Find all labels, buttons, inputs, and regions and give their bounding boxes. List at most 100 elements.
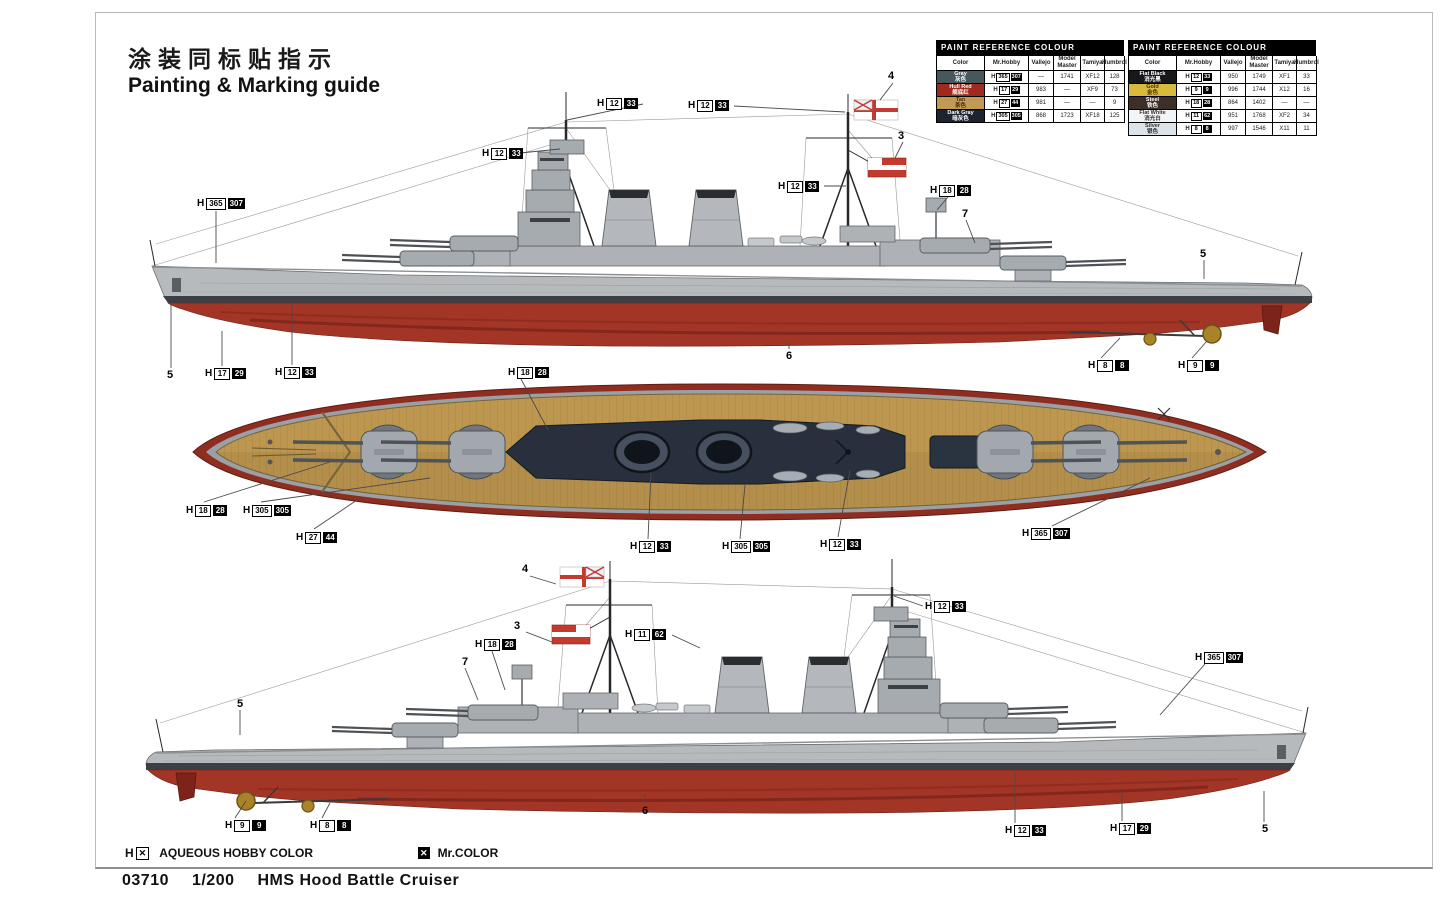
aqueous-prefix: H: [475, 639, 483, 650]
aqueous-code-box: 12: [697, 99, 714, 112]
part-number-callout: 5: [237, 698, 244, 710]
aqueous-prefix: H: [205, 368, 213, 379]
paint-code-cell: 1546: [1246, 123, 1273, 137]
mr-color-code-box: 33: [805, 181, 820, 192]
aqueous-prefix: H: [993, 86, 998, 93]
paint-code-cell: XF1: [1273, 71, 1297, 85]
aqueous-code-box: 9: [1190, 85, 1202, 95]
aqueous-prefix: H: [296, 532, 304, 543]
aqueous-prefix: H: [688, 100, 696, 111]
mr-color-code-box: 33: [302, 367, 317, 378]
aqueous-prefix: H: [597, 98, 605, 109]
mr-color-code-box: 33: [715, 100, 730, 111]
aqueous-prefix: H: [625, 629, 633, 640]
aqueous-prefix: H: [820, 539, 828, 550]
mr-color-code-box: 33: [657, 541, 672, 552]
paint-code-cell: 1749: [1246, 71, 1273, 85]
paint-code-cell: 996: [1221, 84, 1246, 98]
mr-color-code-box: 33: [1032, 825, 1047, 836]
aqueous-code-box: 12: [491, 147, 508, 160]
aqueous-prefix: H: [508, 367, 516, 378]
paint-code-cell: —: [1273, 97, 1297, 111]
paint-name: Gold: [1146, 84, 1159, 91]
paint-code-cell: 864: [1221, 97, 1246, 111]
aqueous-prefix: H: [930, 185, 938, 196]
paint-name: Gray: [954, 71, 967, 77]
page-title-english: Painting & Marking guide: [128, 74, 381, 97]
paint-code-cell: 868: [1029, 110, 1054, 124]
paint-code-cell: 16: [1297, 84, 1317, 98]
aqueous-prefix: H: [630, 541, 638, 552]
paint-name-chinese: 舰底红: [952, 90, 969, 97]
mr-color-box-icon: ✕: [418, 847, 430, 859]
kit-title-line: 03710 1/200 HMS Hood Battle Cruiser: [122, 872, 477, 890]
mr-color-code-box: 44: [1010, 99, 1020, 108]
mr-color-code-box: 305: [273, 505, 291, 516]
aqueous-code-box: 27: [305, 531, 322, 544]
aqueous-prefix: H: [243, 505, 251, 516]
aqueous-code-box: 305: [996, 111, 1010, 121]
paint-code-cell: X12: [1273, 84, 1297, 98]
paint-name-chinese: 灰色: [954, 77, 966, 84]
aqueous-code-box: 9: [234, 819, 251, 832]
column-header: Tamiya: [1081, 56, 1105, 71]
aqueous-code-box: 9: [1187, 359, 1204, 372]
kit-name: HMS Hood Battle Cruiser: [257, 872, 460, 889]
mr-color-code-box: 8: [337, 820, 352, 831]
paint-code-cell: 73: [1105, 84, 1125, 98]
aqueous-prefix: H: [275, 367, 283, 378]
aqueous-code-box: 11: [1190, 111, 1202, 121]
aqueous-prefix: H: [925, 601, 933, 612]
mr-color-code-box: 307: [1052, 528, 1070, 539]
paint-name-chinese: 暗灰色: [952, 116, 969, 123]
column-header: Vallejo: [1221, 56, 1246, 71]
ship-side-view-bottom: [144, 557, 1310, 823]
paint-table-title: PAINT REFERENCE COLOUR: [1128, 40, 1316, 55]
aqueous-code-box: 17: [1119, 822, 1136, 835]
column-header: Color: [1129, 56, 1177, 71]
aqueous-prefix: H: [125, 846, 134, 860]
paint-code-cell: —: [1054, 84, 1081, 98]
paint-name-chinese: 消光黑: [1144, 77, 1161, 84]
aqueous-prefix: H: [1110, 823, 1118, 834]
mr-color-code-box: 28: [1202, 99, 1212, 108]
part-number-callout: 5: [167, 369, 174, 381]
part-number-callout: 7: [462, 656, 469, 668]
part-number-callout: 3: [898, 130, 905, 142]
paint-name: Steel: [1145, 97, 1160, 104]
paint-code-cell: 33: [1297, 71, 1317, 85]
mr-color-code-box: 8: [1202, 125, 1212, 134]
paint-code-cell: 34: [1297, 110, 1317, 124]
paint-name-chinese: 消光白: [1144, 116, 1161, 123]
aqueous-prefix: H: [197, 198, 205, 209]
aqueous-label: AQUEOUS HOBBY COLOR: [159, 846, 314, 860]
aqueous-code-box: 365: [1204, 651, 1224, 664]
paint-code-cell: 9: [1105, 97, 1125, 111]
paint-code-cell: XF18: [1081, 110, 1105, 124]
paint-code-cell: 951: [1221, 110, 1246, 124]
aqueous-code-box: 8: [1190, 124, 1202, 134]
paint-code-cell: 983: [1029, 84, 1054, 98]
